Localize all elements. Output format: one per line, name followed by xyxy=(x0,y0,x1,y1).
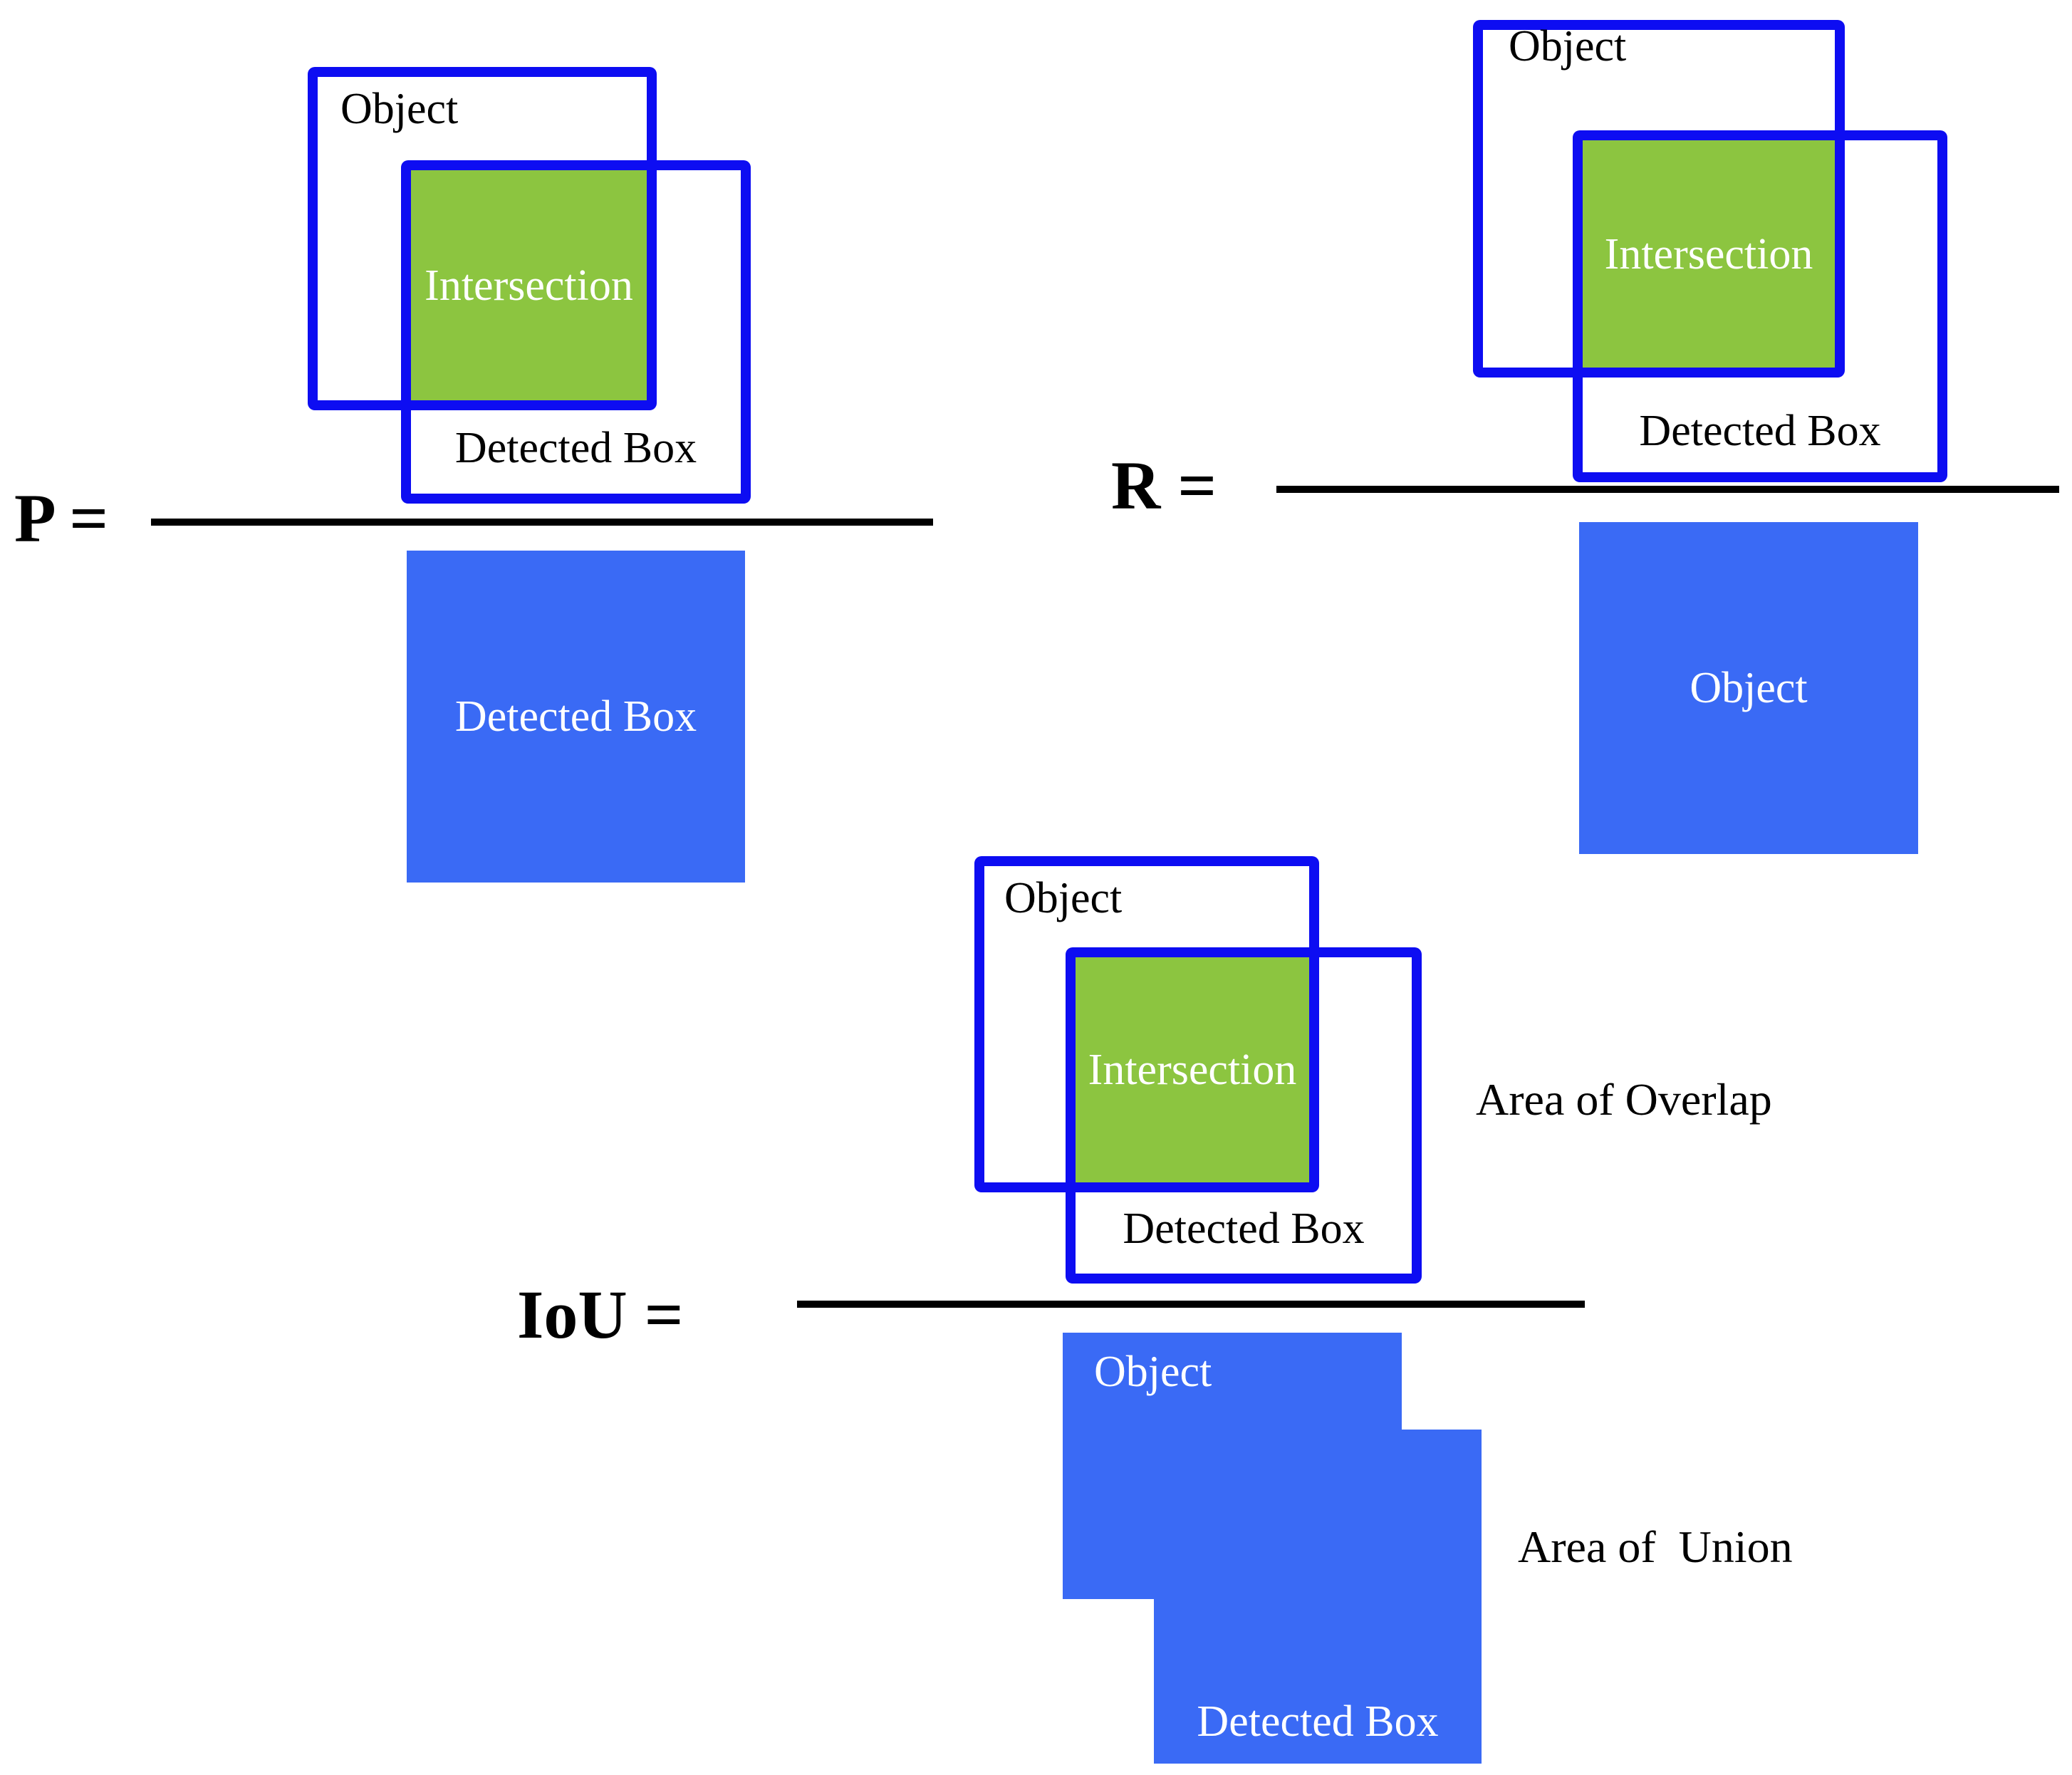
recall-object-box-outline xyxy=(1473,20,1845,378)
recall-intersection-label: Intersection xyxy=(1604,229,1813,279)
recall-detected-box-outline xyxy=(1573,130,1947,482)
recall-denominator-object-box: Object xyxy=(1579,522,1918,854)
precision-detected-box-outline xyxy=(401,160,751,504)
recall-intersection-region: Intersection xyxy=(1583,140,1835,368)
iou-equation-symbol: IoU = xyxy=(517,1276,684,1353)
iou-union-detected-box: Detected Box xyxy=(1154,1430,1482,1764)
recall-fraction-bar xyxy=(1276,486,2059,493)
iou-object-label: Object xyxy=(1004,874,1123,922)
iou-union-object-label: Object xyxy=(1094,1348,1212,1396)
iou-detected-box-label: Detected Box xyxy=(1123,1204,1365,1253)
iou-detected-box-outline xyxy=(1066,947,1422,1284)
recall-object-label: Object xyxy=(1509,22,1627,71)
iou-intersection-region: Intersection xyxy=(1076,957,1309,1182)
iou-union-detected-label: Detected Box xyxy=(1197,1697,1439,1746)
precision-denominator-detected-box: Detected Box xyxy=(407,551,745,883)
iou-object-box-outline xyxy=(974,856,1319,1192)
iou-fraction-bar xyxy=(797,1301,1585,1308)
precision-intersection-region: Intersection xyxy=(411,170,647,400)
precision-detected-box-label: Detected Box xyxy=(454,424,697,472)
recall-denominator-label: Object xyxy=(1690,664,1808,712)
area-of-overlap-label: Area of Overlap xyxy=(1476,1074,1772,1125)
precision-fraction-bar xyxy=(151,519,933,526)
recall-detected-box-label: Detected Box xyxy=(1639,407,1881,455)
precision-object-box-outline xyxy=(308,67,657,410)
precision-intersection-label: Intersection xyxy=(425,261,633,310)
precision-object-label: Object xyxy=(340,85,459,133)
recall-equation-symbol: R = xyxy=(1111,447,1217,524)
iou-intersection-label: Intersection xyxy=(1088,1046,1297,1094)
area-of-union-label: Area of Union xyxy=(1518,1521,1793,1572)
precision-denominator-label: Detected Box xyxy=(454,692,697,741)
precision-equation-symbol: P = xyxy=(14,480,109,556)
